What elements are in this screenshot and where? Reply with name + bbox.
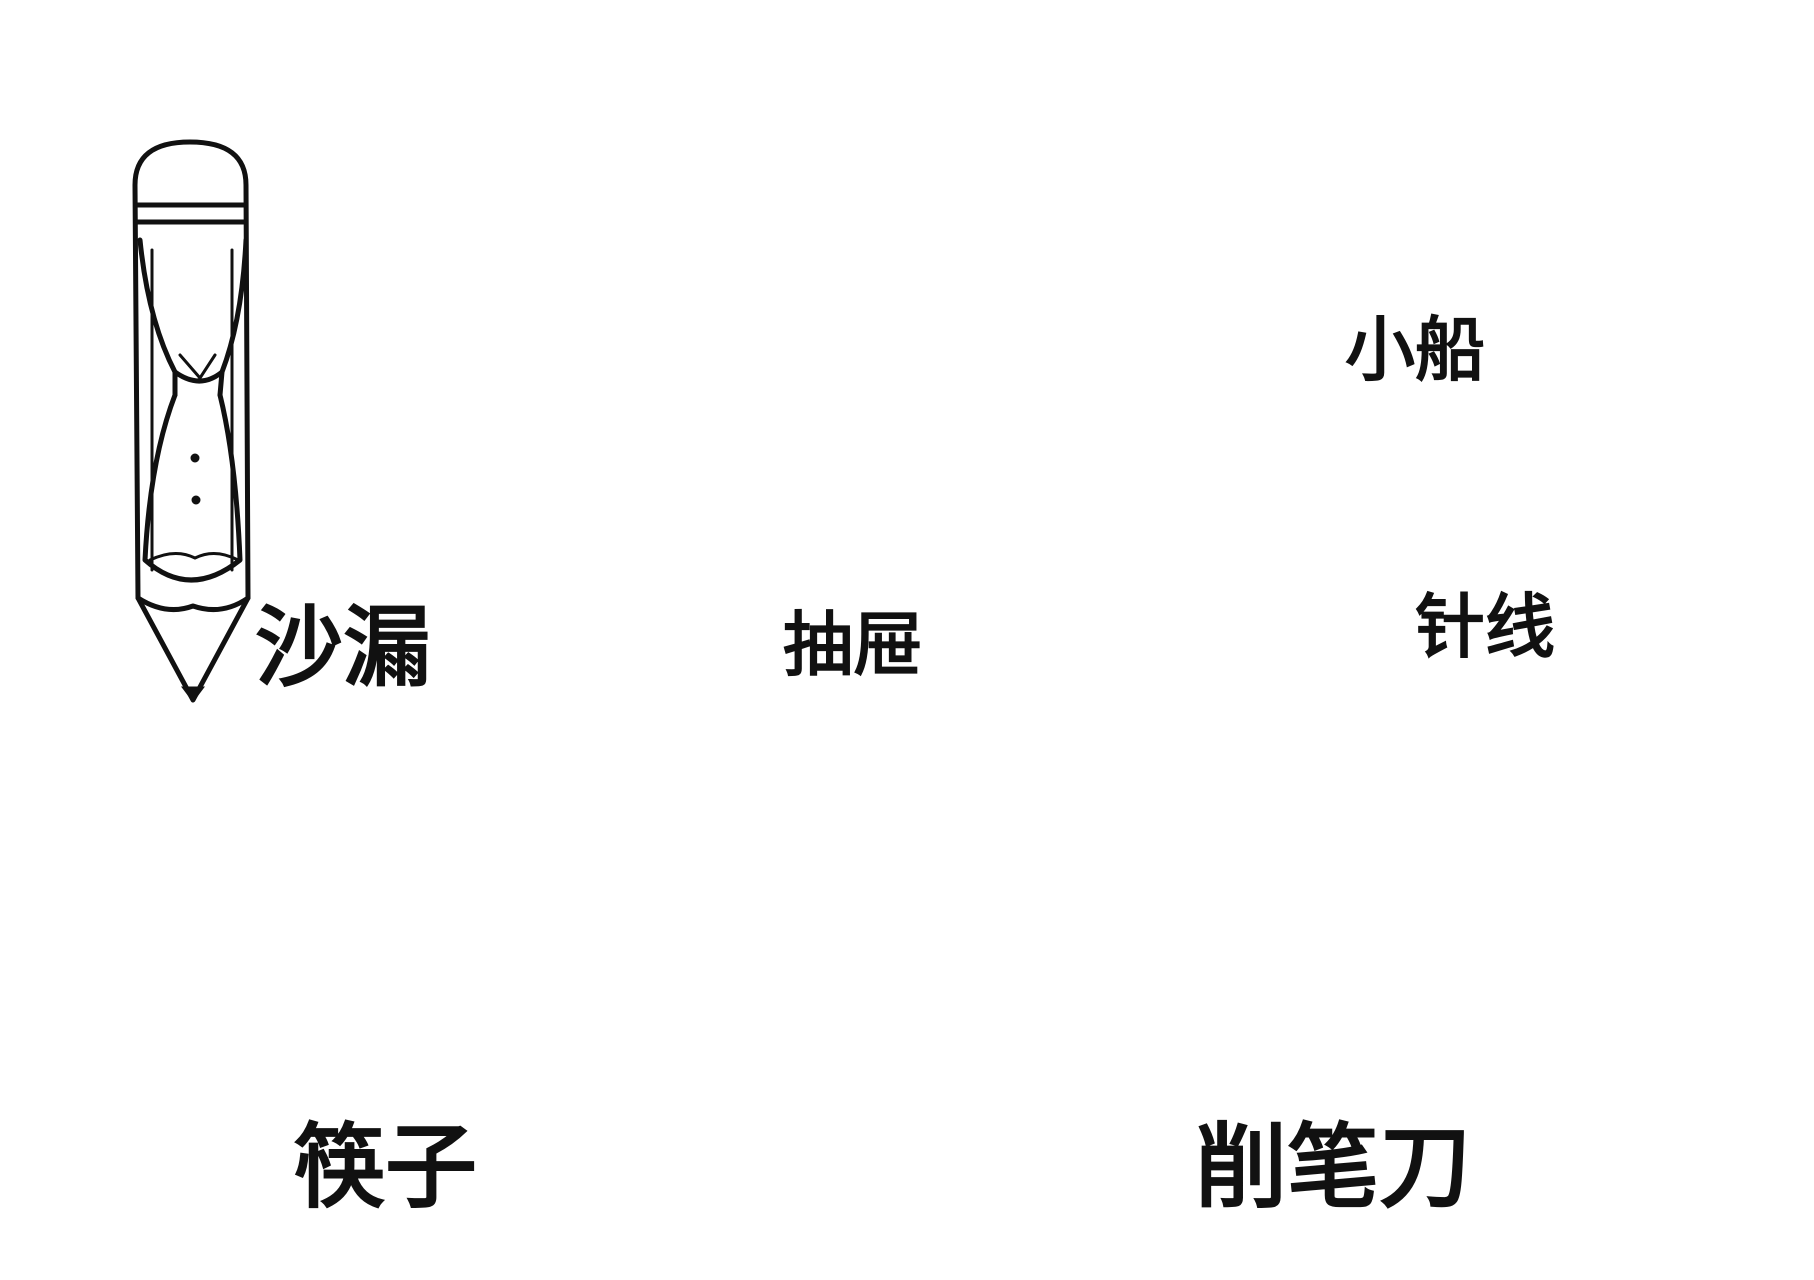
label-boat: 小船 xyxy=(1345,309,1485,391)
label-sharpener: 削笔刀 xyxy=(1195,1114,1472,1221)
label-needle-thread: 针线 xyxy=(1415,586,1555,668)
label-hourglass: 沙漏 xyxy=(255,596,432,699)
label-drawer: 抽屉 xyxy=(783,604,923,686)
hourglass-pencil-drawing xyxy=(132,139,251,703)
label-chopsticks: 筷子 xyxy=(293,1114,478,1221)
